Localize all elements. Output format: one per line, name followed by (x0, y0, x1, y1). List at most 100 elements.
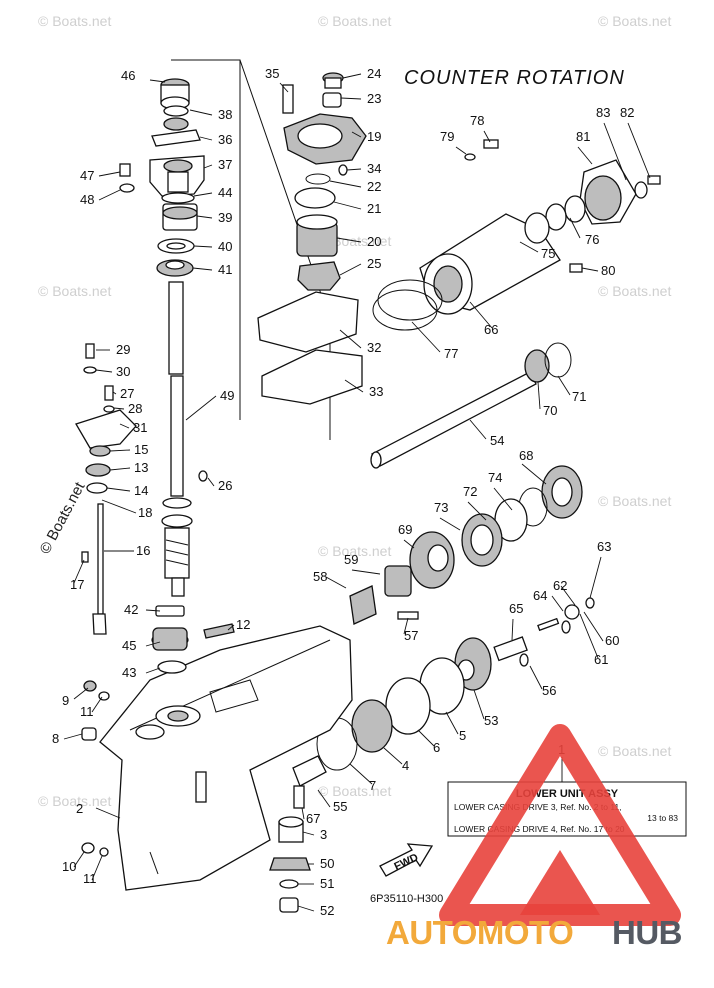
callout-number: 76 (585, 232, 599, 247)
callout-leader (145, 667, 161, 674)
callout-leader (203, 164, 213, 169)
callout-number: 52 (320, 903, 334, 918)
callout-leader (403, 539, 415, 549)
callout-leader (193, 192, 213, 197)
callout-leader (302, 831, 315, 836)
callout-leader (469, 419, 487, 440)
callout-leader (577, 146, 593, 165)
callout-leader (339, 329, 362, 349)
callout-number: 32 (367, 340, 381, 355)
callout-number: 20 (367, 234, 381, 249)
callout-number: 26 (218, 478, 232, 493)
watermark: © Boats.net (38, 793, 111, 809)
callout-number: 11 (83, 871, 97, 886)
watermark: © Boats.net (38, 283, 111, 299)
callout-leader (193, 245, 213, 248)
callout-leader (445, 711, 459, 735)
callout-number: 6 (433, 740, 440, 755)
callout-leader (344, 379, 364, 393)
callout-leader (145, 609, 161, 612)
callout-leader (551, 595, 564, 612)
callout-number: 33 (369, 384, 383, 399)
callout-leader (279, 82, 289, 93)
callout-leader (529, 665, 543, 690)
callout-number: 25 (367, 256, 381, 271)
callout-leader (519, 241, 539, 253)
callout-number: 48 (80, 192, 94, 207)
callout-number: 71 (572, 389, 586, 404)
callout-leader (581, 267, 599, 272)
table-row-2: 13 to 83 (647, 813, 678, 823)
callout-leader (73, 559, 85, 584)
callout-number: 3 (320, 827, 327, 842)
callout-number: 5 (459, 728, 466, 743)
callout-leader (301, 807, 305, 820)
callout-number: 11 (80, 704, 94, 719)
callout-leader (383, 747, 403, 765)
fwd-arrow: FWD (379, 843, 434, 877)
callout-number: 15 (134, 442, 148, 457)
callout-number: 73 (434, 500, 448, 515)
callout-leader (603, 122, 627, 181)
callout-number: 78 (470, 113, 484, 128)
callout-leader (557, 375, 571, 396)
watermark: © Boats.net (598, 283, 671, 299)
callout-number: 37 (218, 157, 232, 172)
callout-leader (95, 369, 113, 373)
callout-number: 34 (367, 161, 381, 176)
callout-number: 24 (367, 66, 381, 81)
callout-number: 36 (218, 132, 232, 147)
callout-leader (560, 585, 576, 606)
callout-number: 45 (122, 638, 136, 653)
shift-parts (75, 343, 137, 635)
callout-leader (439, 517, 461, 531)
callout-number: 21 (367, 201, 381, 216)
callout-leader (403, 617, 409, 635)
callout-number: 72 (463, 484, 477, 499)
callout-leader (196, 215, 213, 219)
callout-number: 66 (484, 322, 498, 337)
callout-leader (467, 501, 487, 521)
callout-number: 17 (70, 577, 84, 592)
callout-leader (351, 569, 381, 575)
callout-leader (113, 407, 125, 410)
callout-number: 14 (134, 483, 148, 498)
callout-leader (106, 487, 131, 492)
callout-number: 4 (402, 758, 409, 773)
callout-leader (339, 263, 362, 276)
callout-number: 65 (509, 601, 523, 616)
callout-leader (112, 391, 117, 395)
callout-number: 16 (136, 543, 150, 558)
gear-bearing-parts (316, 465, 595, 771)
callout-number: 62 (553, 578, 567, 593)
driveshaft-upper-parts (119, 78, 205, 277)
diagram-heading: COUNTER ROTATION (404, 67, 625, 89)
callout-leader (351, 131, 362, 138)
callout-number: 79 (440, 129, 454, 144)
callout-leader (417, 729, 435, 747)
callout-number: 64 (533, 588, 547, 603)
watermark: © Boats.net (318, 543, 391, 559)
callout-number: 57 (404, 628, 418, 643)
callout-leader (455, 146, 467, 155)
callout-number: 82 (620, 105, 634, 120)
watermark: © Boats.net (598, 13, 671, 29)
callout-leader (411, 321, 441, 353)
callout-leader (473, 689, 485, 720)
callout-number: 39 (218, 210, 232, 225)
table-row-1: LOWER CASING DRIVE 3, Ref. No. 2 to 11, (454, 802, 622, 812)
water-pump-parts (257, 72, 367, 405)
callout-number: 75 (541, 246, 555, 261)
callout-number: 41 (218, 262, 232, 277)
callout-leader (493, 487, 513, 511)
callout-leader (101, 499, 137, 514)
callout-number: 83 (596, 105, 610, 120)
callout-leader (483, 130, 491, 143)
callout-number: 46 (121, 68, 135, 83)
callout-leader (346, 168, 362, 171)
callout-leader (149, 79, 166, 83)
callout-leader (340, 97, 362, 100)
callout-number: 67 (306, 811, 320, 826)
callout-leader (589, 556, 602, 599)
